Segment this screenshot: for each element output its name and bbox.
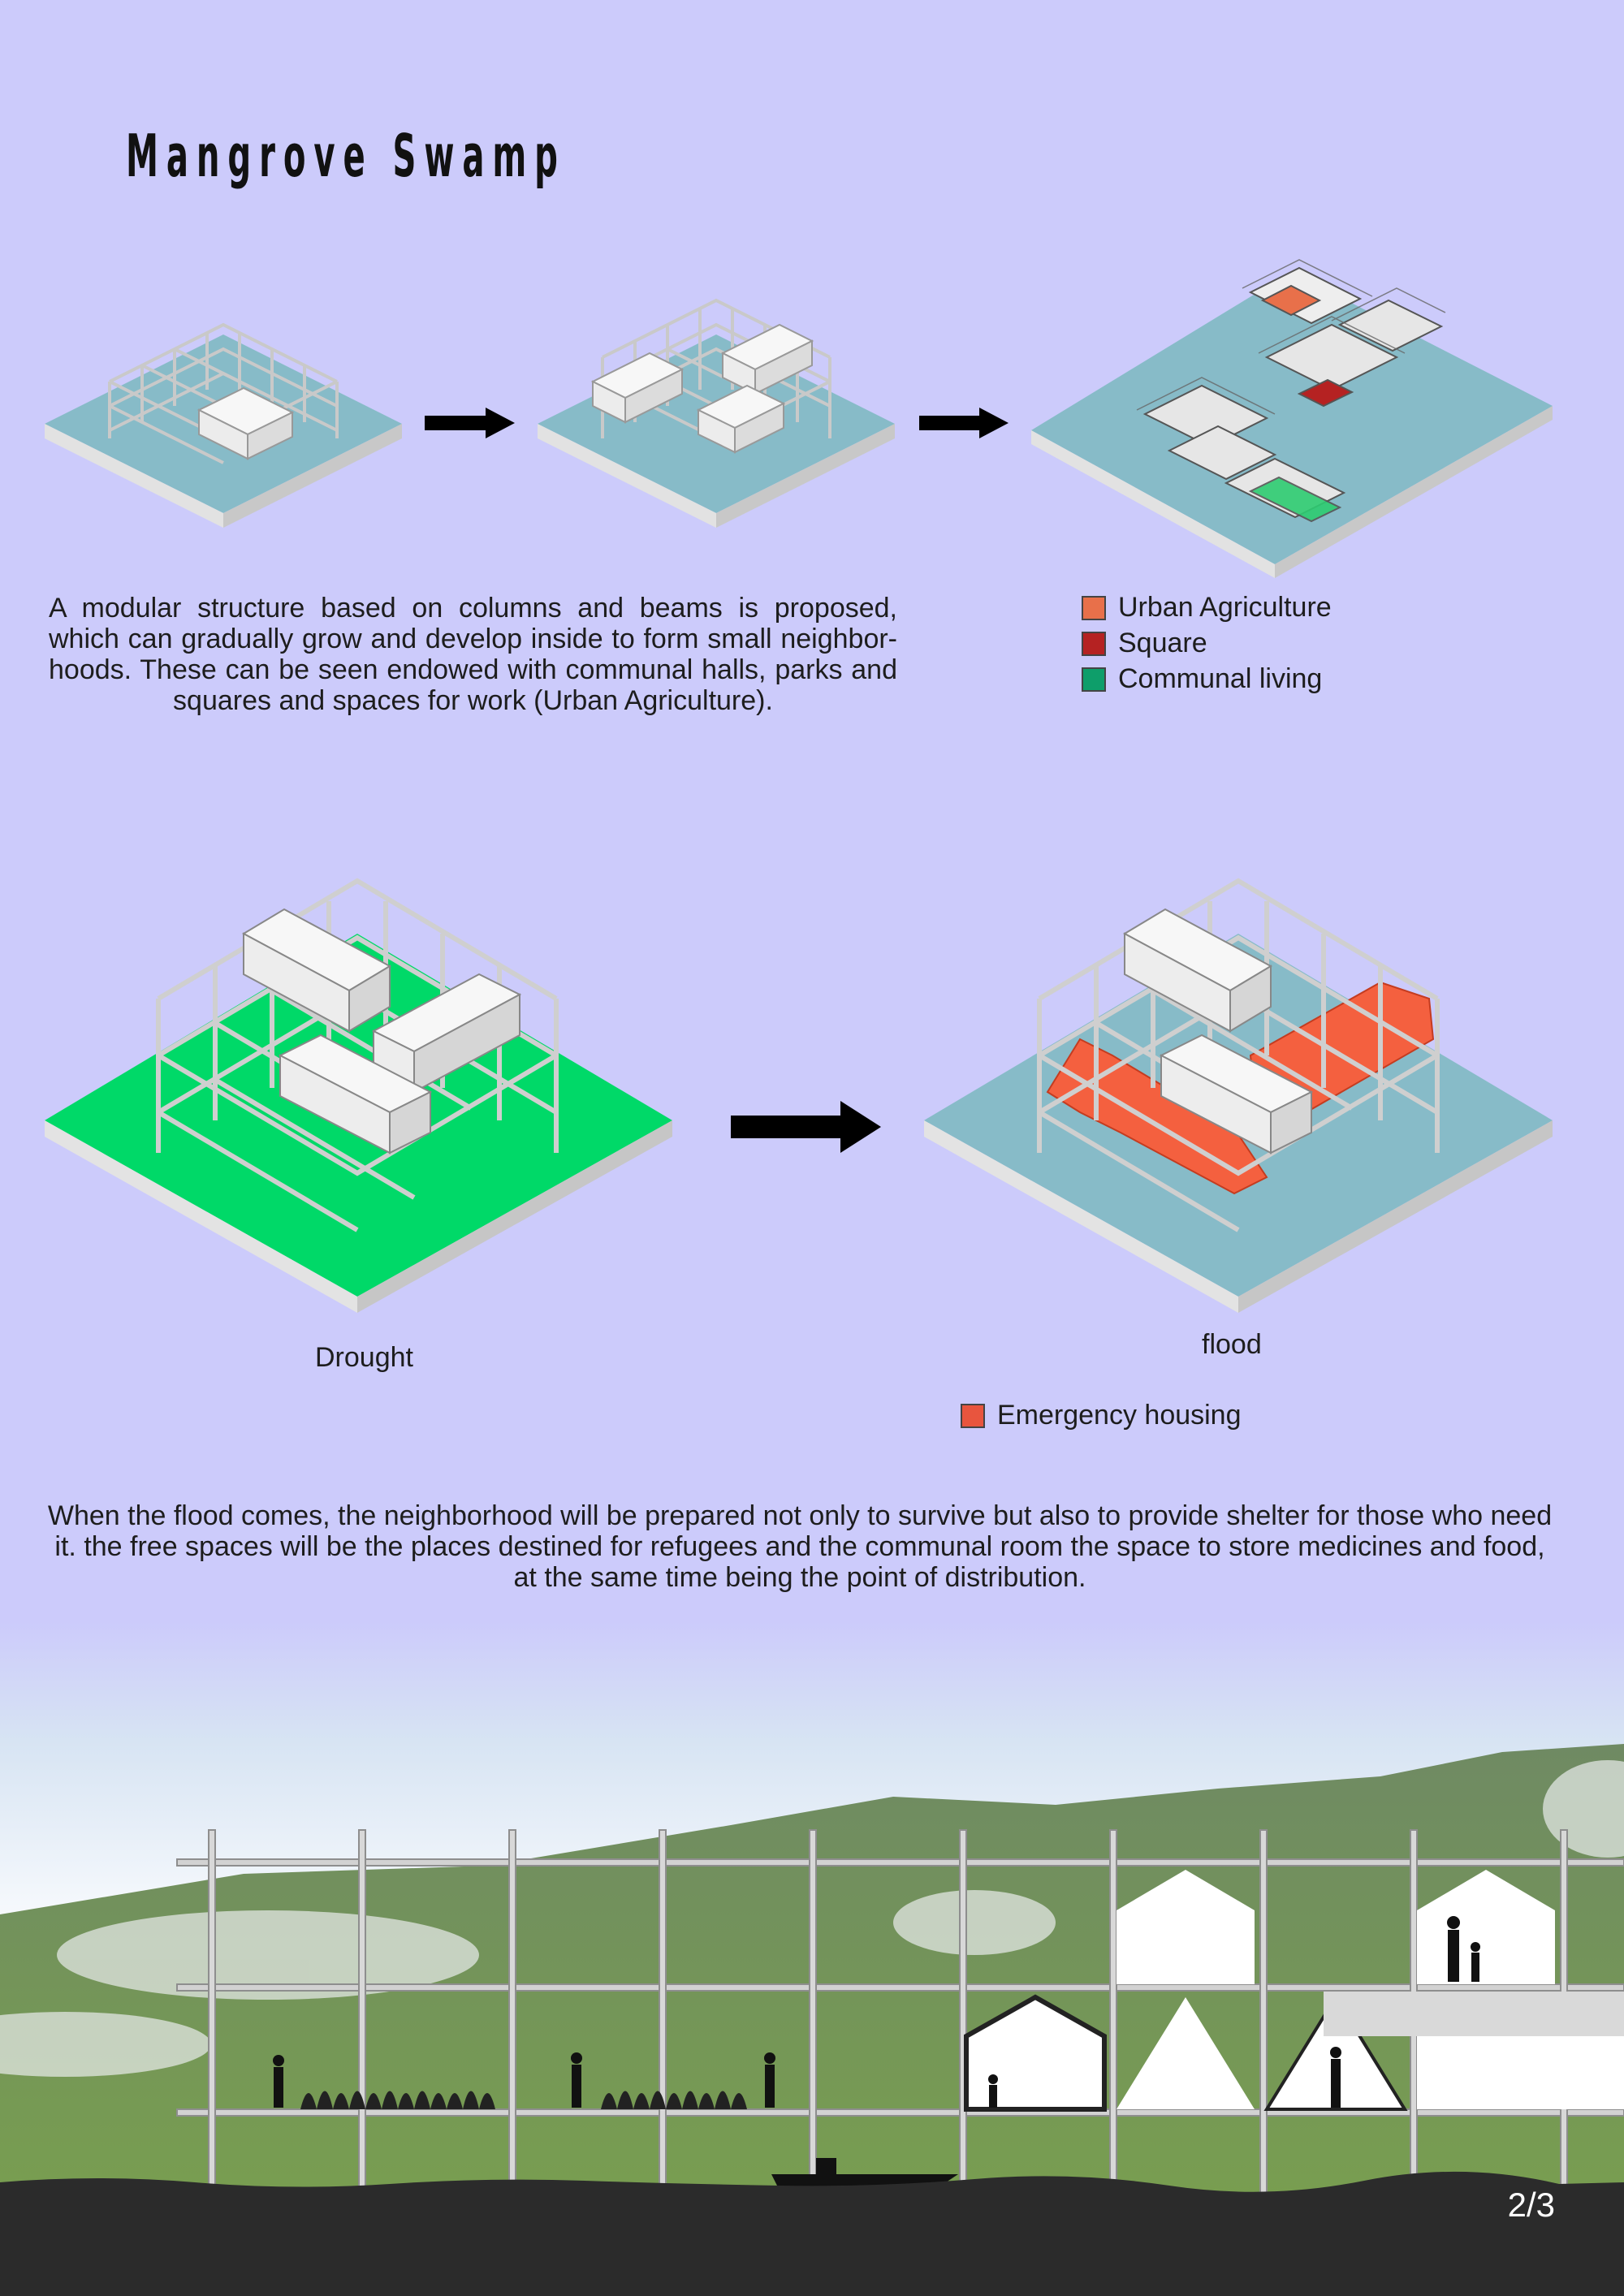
- legend-swatch-urban-agriculture: [1082, 595, 1106, 620]
- crops: [300, 2091, 747, 2109]
- people-silhouettes: [273, 1916, 1480, 2108]
- diagram-stage-1: [45, 259, 1553, 578]
- drought-label: Drought: [315, 1342, 413, 1373]
- legend-item-square: Square: [1082, 628, 1332, 658]
- legend-label-communal-living: Communal living: [1118, 663, 1323, 694]
- legend-label-square: Square: [1118, 628, 1207, 658]
- intro-text: A modular structure based on columns and…: [49, 593, 897, 716]
- legend-top: Urban Agriculture Square Communal living: [1082, 592, 1332, 694]
- arrow-1: [425, 408, 515, 438]
- legend-item-urban-agriculture: Urban Agriculture: [1082, 592, 1332, 623]
- section-illustration: [0, 1622, 1624, 2296]
- flood-text: When the flood comes, the neighborhood w…: [47, 1500, 1553, 1593]
- boat: [771, 2158, 958, 2190]
- diagram-scenarios: [45, 878, 1553, 1313]
- drought-houses: [241, 908, 522, 1154]
- stage-3-platform: [1031, 272, 1553, 578]
- legend-label-urban-agriculture: Urban Agriculture: [1118, 592, 1332, 623]
- legend-item-communal-living: Communal living: [1082, 663, 1332, 694]
- stage-3-neighborhood: [1142, 266, 1444, 523]
- legend-emergency: Emergency housing: [961, 1400, 1242, 1431]
- legend-swatch-emergency-housing: [961, 1403, 985, 1428]
- flood-houses: [1122, 908, 1314, 1154]
- stage-1-house: [197, 386, 295, 460]
- page-number: 2/3: [1507, 2186, 1555, 2224]
- legend-swatch-square: [1082, 631, 1106, 656]
- arrow-2: [919, 408, 1009, 438]
- arrow-scenario: [731, 1101, 881, 1153]
- clouds: [0, 1760, 1624, 2077]
- flood-label: flood: [1202, 1329, 1262, 1360]
- page-title: Mangrove Swamp: [126, 122, 566, 190]
- legend-swatch-communal-living: [1082, 667, 1106, 692]
- ground: [0, 2171, 1624, 2296]
- stage-2-houses: [590, 323, 814, 454]
- legend-label-emergency-housing: Emergency housing: [997, 1400, 1242, 1431]
- frame-beams: [176, 1858, 1624, 2117]
- stage-3-grid: [1136, 259, 1446, 415]
